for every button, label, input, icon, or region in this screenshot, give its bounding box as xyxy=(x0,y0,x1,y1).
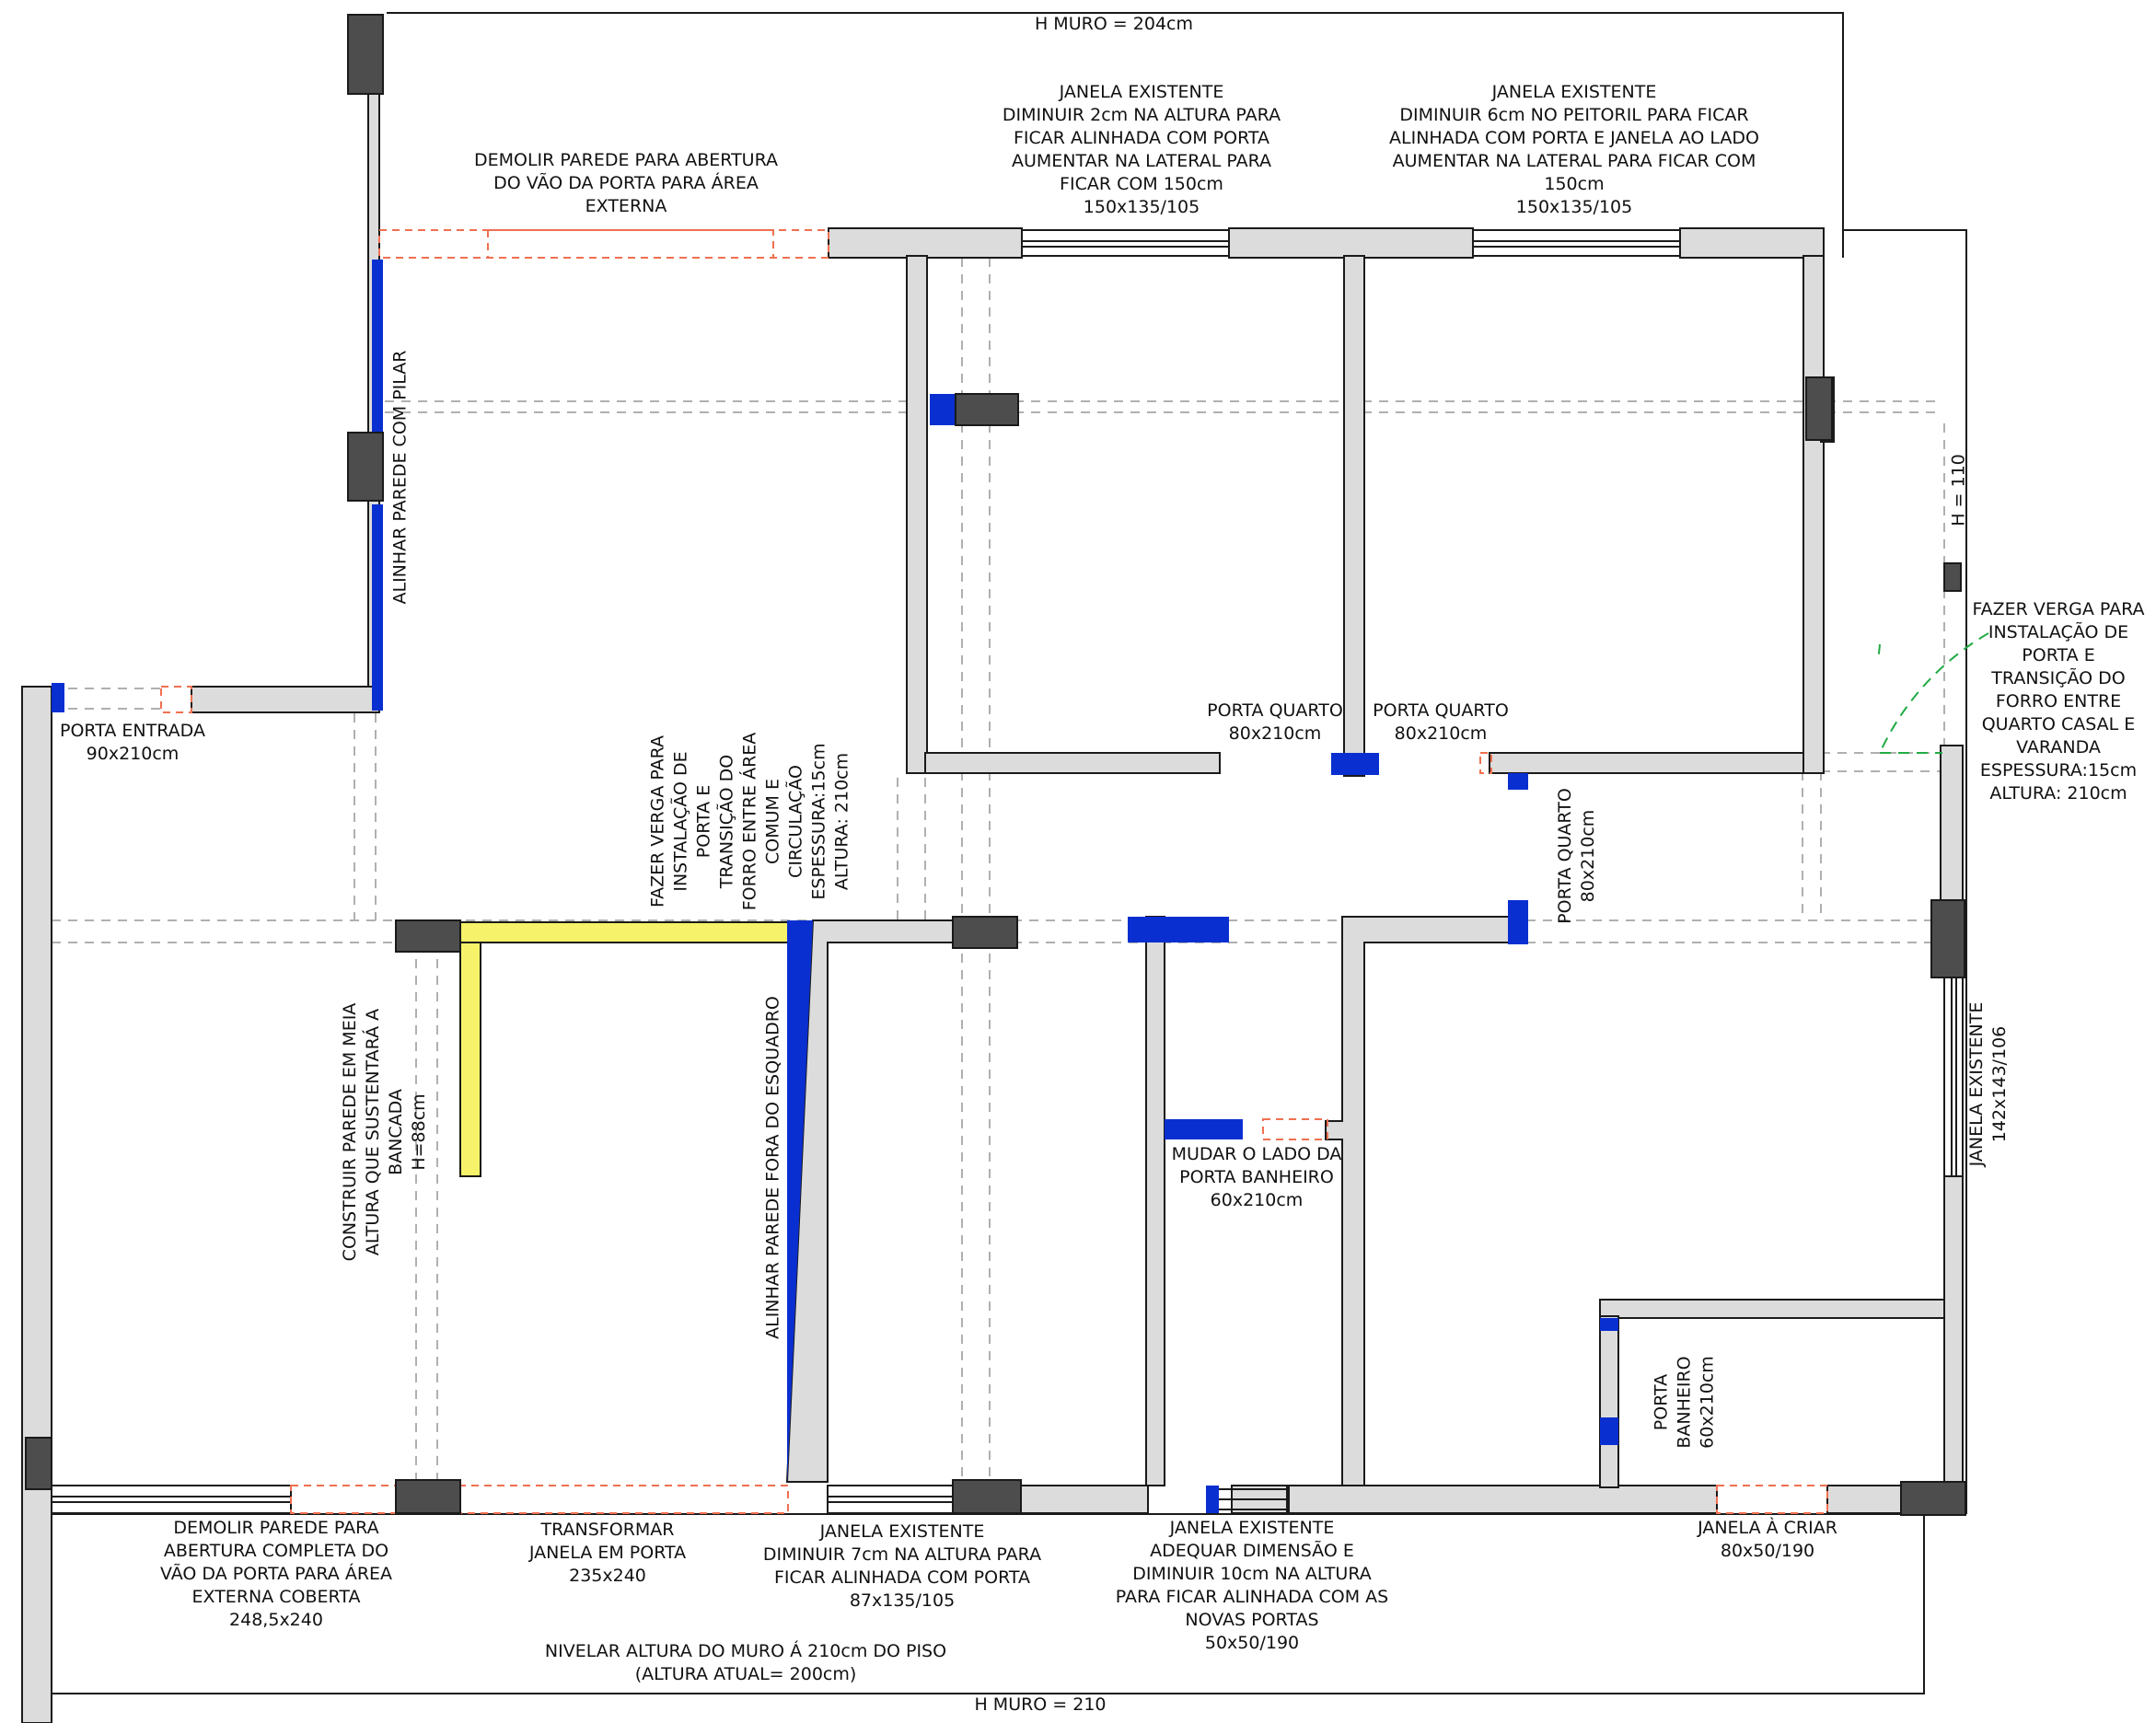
window-lines xyxy=(51,229,1964,1514)
walls xyxy=(21,14,1966,1723)
door-marks xyxy=(930,394,1618,1513)
door-swing-arc xyxy=(1878,632,1989,754)
bathroom-door-label: PORTA BANHEIRO 60x210cm xyxy=(1651,1356,1718,1449)
new-window-label: JANELA À CRIAR 80x50/190 xyxy=(1698,1518,1837,1561)
existing-window-3-label: JANELA EXISTENTE DIMINUIR 7cm NA ALTURA … xyxy=(762,1521,1042,1611)
new-half-wall xyxy=(459,921,789,1177)
alignment-marks xyxy=(52,260,813,1484)
demolish-top-label: DEMOLIR PAREDE PARA ABERTURA DO VÃO DA P… xyxy=(473,150,779,216)
bedroom-door-1-label: PORTA QUARTO 80x210cm xyxy=(1207,700,1343,744)
move-bathroom-door-label: MUDAR O LADO DA PORTA BANHEIRO 60x210cm xyxy=(1171,1144,1342,1210)
demolish-bottom-label: DEMOLIR PAREDE PARA ABERTURA COMPLETA DO… xyxy=(159,1518,393,1630)
existing-window-1-label: JANELA EXISTENTE DIMINUIR 2cm NA ALTURA … xyxy=(1002,82,1281,217)
demolition-areas xyxy=(160,229,1828,1514)
window-to-door-label: TRANSFORMAR JANELA EM PORTA 235x240 xyxy=(528,1520,687,1586)
h-muro-bottom-label: H MURO = 210 xyxy=(974,1694,1107,1715)
h-muro-top-label: H MURO = 204cm xyxy=(1034,14,1193,34)
align-wall-pillar-label: ALINHAR PAREDE COM PILAR xyxy=(389,350,411,605)
guide-lines xyxy=(52,258,1945,1500)
bedroom-door-3-label: PORTA QUARTO 80x210cm xyxy=(1555,788,1598,924)
align-wall-square-label: ALINHAR PAREDE FORA DO ESQUADRO xyxy=(762,996,783,1339)
level-wall-label: NIVELAR ALTURA DO MURO Á 210cm DO PISO (… xyxy=(544,1641,947,1684)
existing-window-4-label: JANELA EXISTENTE ADEQUAR DIMENSÃO E DIMI… xyxy=(1115,1518,1389,1653)
lintel-common-area-label: FAZER VERGA PARA INSTALAÇÃO DE PORTA E T… xyxy=(647,732,852,911)
half-wall-label: CONSTRUIR PAREDE EM MEIA ALTURA QUE SUST… xyxy=(340,1002,429,1262)
entrance-door-label: PORTA ENTRADA 90x210cm xyxy=(60,721,205,764)
lintel-master-bedroom-label: FAZER VERGA PARA INSTALAÇÃO DE PORTA E T… xyxy=(1972,599,2145,804)
existing-window-2-label: JANELA EXISTENTE DIMINUIR 6cm NO PEITORI… xyxy=(1389,82,1759,217)
pillars xyxy=(25,14,1966,1516)
h-110-label: H = 110 xyxy=(1948,454,1969,526)
bedroom-door-2-label: PORTA QUARTO 80x210cm xyxy=(1373,700,1509,744)
existing-side-window-label: JANELA EXISTENTE 142x143/106 xyxy=(1966,1001,2010,1167)
